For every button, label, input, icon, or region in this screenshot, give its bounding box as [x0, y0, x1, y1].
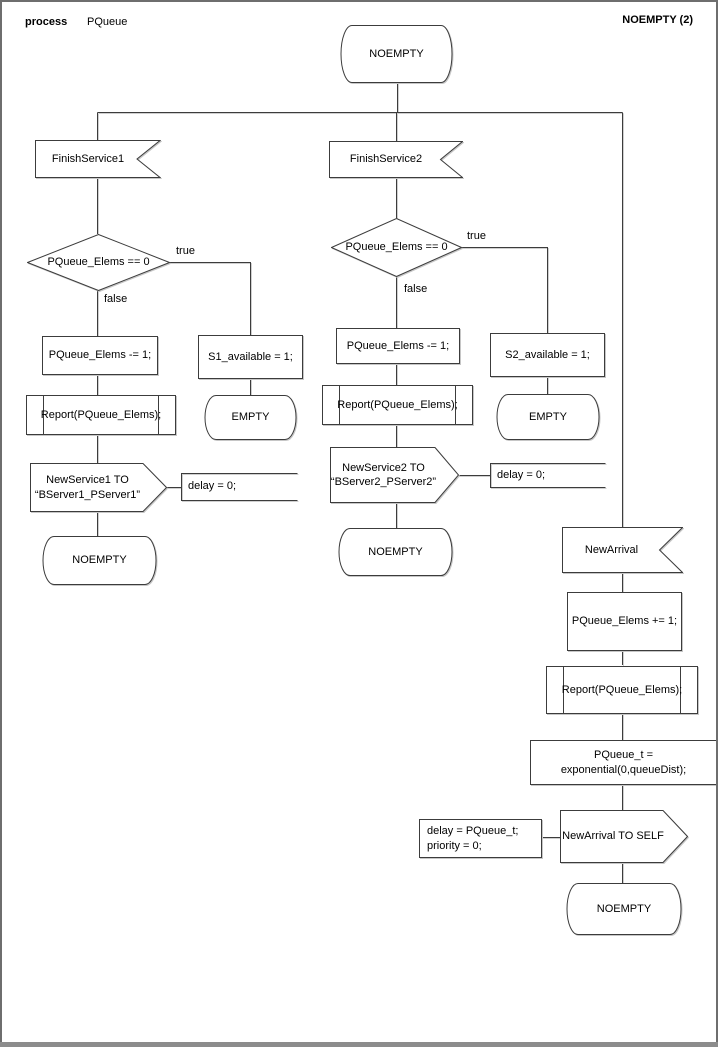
- node-assign-s2-available[interactable]: S2_available = 1;: [490, 333, 605, 377]
- node-end-state-right[interactable]: NOEMPTY: [566, 883, 682, 935]
- note-outline-open: [490, 463, 606, 488]
- report-inner-bar: [455, 386, 456, 424]
- state-shape: [338, 528, 453, 576]
- assign-label: S1_available = 1;: [208, 350, 293, 363]
- send-message-shape: [30, 463, 167, 512]
- send-label: NewService1 TO “BServer1_PServer1”: [34, 474, 141, 501]
- state-shape: [42, 536, 157, 585]
- report-label: Report(PQueue_Elems);: [561, 683, 683, 696]
- report-inner-bar: [339, 386, 340, 424]
- node-end-state-middle[interactable]: NOEMPTY: [338, 528, 453, 576]
- note-text: delay = 0;: [497, 468, 546, 481]
- node-report-middle[interactable]: Report(PQueue_Elems);: [322, 385, 473, 425]
- node-report-right[interactable]: Report(PQueue_Elems);: [546, 666, 698, 714]
- report-inner-bar: [43, 396, 44, 434]
- assign-label: PQueue_Elems -= 1;: [346, 339, 450, 352]
- event-flag-shape: [329, 141, 463, 178]
- connector: [170, 262, 251, 335]
- header-kind-label: process: [25, 16, 68, 28]
- report-label: Report(PQueue_Elems);: [337, 398, 458, 411]
- event-flag-shape: [562, 527, 683, 573]
- event-label: NewArrival: [584, 543, 639, 556]
- decision-diamond-shape: [331, 218, 462, 277]
- note-delay-middle: delay = 0;: [490, 463, 612, 487]
- node-assign-increment-right[interactable]: PQueue_Elems += 1;: [567, 592, 682, 651]
- state-label: NOEMPTY: [596, 902, 652, 915]
- state-label: NOEMPTY: [368, 545, 423, 558]
- decision-diamond-shape: [27, 234, 170, 291]
- node-send-newarrival-self[interactable]: NewArrival TO SELF: [560, 810, 688, 863]
- true-branch-label: true: [176, 245, 195, 257]
- node-condition-left[interactable]: PQueue_Elems == 0: [27, 234, 170, 291]
- true-branch-label: true: [467, 230, 486, 242]
- node-send-newservice2[interactable]: NewService2 TO “BServer2_PServer2”: [330, 447, 459, 503]
- report-inner-bar: [158, 396, 159, 434]
- node-assign-decrement-middle[interactable]: PQueue_Elems -= 1;: [336, 328, 460, 364]
- event-label: FinishService1: [51, 152, 125, 165]
- event-label: FinishService2: [349, 153, 423, 166]
- connector: [462, 247, 548, 333]
- node-event-newarrival[interactable]: NewArrival: [562, 527, 683, 573]
- state-label: EMPTY: [529, 410, 567, 423]
- assign-label: PQueue_Elems += 1;: [571, 615, 678, 628]
- state-shape: [340, 25, 453, 83]
- node-end-state-left[interactable]: NOEMPTY: [42, 536, 157, 585]
- state-label: NOEMPTY: [369, 47, 424, 60]
- state-shape: [496, 394, 600, 440]
- node-event-finishservice2[interactable]: FinishService2: [329, 141, 463, 178]
- header-page-ref: NOEMPTY (2): [622, 14, 693, 26]
- send-label: NewArrival TO SELF: [562, 830, 664, 843]
- note-text: delay = PQueue_t; priority = 0;: [427, 825, 519, 852]
- report-label: Report(PQueue_Elems);: [40, 408, 162, 421]
- false-branch-label: false: [104, 293, 128, 305]
- node-empty-state-left[interactable]: EMPTY: [204, 395, 297, 440]
- condition-label: PQueue_Elems == 0: [345, 241, 448, 254]
- node-start-state[interactable]: NOEMPTY: [340, 25, 453, 83]
- node-event-finishservice1[interactable]: FinishService1: [35, 140, 161, 178]
- state-shape: [204, 395, 297, 440]
- state-label: NOEMPTY: [72, 554, 127, 567]
- window-bottom-edge: [0, 1042, 718, 1047]
- send-message-shape: [560, 810, 688, 863]
- node-send-newservice1[interactable]: NewService1 TO “BServer1_PServer1”: [30, 463, 167, 512]
- node-empty-state-middle[interactable]: EMPTY: [496, 394, 600, 440]
- assign-label: PQueue_t = exponential(0,queueDist);: [560, 749, 687, 776]
- node-assign-pqueue-t[interactable]: PQueue_t = exponential(0,queueDist);: [530, 740, 717, 785]
- node-assign-s1-available[interactable]: S1_available = 1;: [198, 335, 303, 379]
- note-text: delay = 0;: [188, 480, 237, 493]
- assign-label: PQueue_Elems -= 1;: [48, 349, 152, 362]
- report-inner-bar: [563, 667, 564, 713]
- node-assign-decrement-left[interactable]: PQueue_Elems -= 1;: [42, 336, 158, 375]
- state-label: EMPTY: [231, 411, 270, 424]
- note-delay-priority: delay = PQueue_t; priority = 0;: [419, 819, 542, 858]
- note-delay-left: delay = 0;: [181, 473, 304, 500]
- report-inner-bar: [680, 667, 681, 713]
- state-shape: [566, 883, 682, 935]
- node-report-left[interactable]: Report(PQueue_Elems);: [26, 395, 176, 435]
- condition-label: PQueue_Elems == 0: [47, 256, 150, 269]
- header-process-name: PQueue: [87, 16, 128, 28]
- send-message-shape: [330, 447, 459, 503]
- assign-label: S2_available = 1;: [505, 348, 590, 361]
- note-outline-open: [181, 473, 298, 501]
- send-label: NewService2 TO “BServer2_PServer2”: [330, 461, 437, 488]
- node-condition-middle[interactable]: PQueue_Elems == 0: [331, 218, 462, 277]
- event-flag-shape: [35, 140, 161, 178]
- false-branch-label: false: [404, 283, 428, 295]
